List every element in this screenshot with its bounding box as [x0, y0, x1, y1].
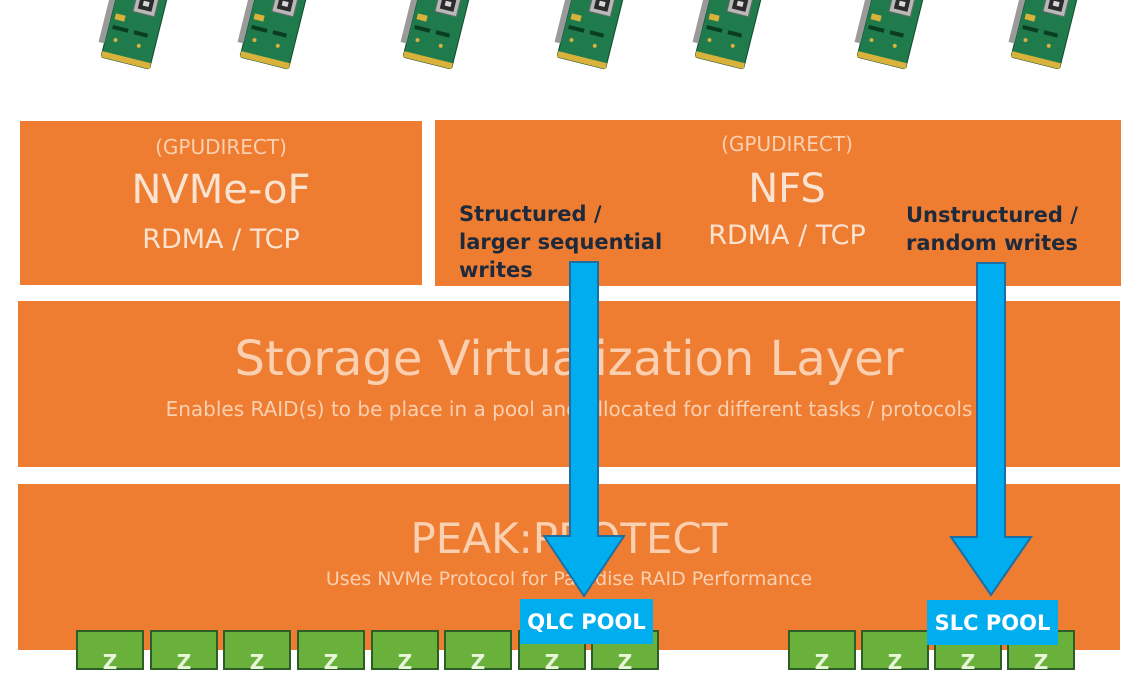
network-adapter-card-icon [552, 0, 625, 80]
nfs-tag: (GPUDIRECT) [721, 132, 853, 156]
nvmeof-protocol-box: (GPUDIRECT) NVMe-oF RDMA / TCP [20, 121, 422, 285]
ssd-drive-icon: Z [150, 630, 218, 674]
qlc-pool-label: QLC POOL [520, 599, 653, 644]
network-adapter-card-icon [690, 0, 763, 80]
ssd-drive-icon: Z [371, 630, 439, 674]
network-adapter-card-icon [1006, 0, 1079, 80]
ssd-drive-icon: Z [297, 630, 365, 674]
network-adapter-card-icon [235, 0, 308, 80]
network-adapter-card-icon [96, 0, 169, 80]
structured-writes-label: Structured / larger sequential writes [459, 202, 663, 282]
ssd-drive-icon: Z [76, 630, 144, 674]
qlc-down-arrow [542, 261, 626, 598]
unstructured-writes-label: Unstructured / random writes [906, 203, 1078, 255]
nfs-transport: RDMA / TCP [708, 220, 866, 251]
ssd-drive-icon: Z [444, 630, 512, 674]
slc-down-arrow [949, 262, 1033, 597]
nvmeof-title: NVMe-oF [131, 167, 311, 213]
protect-subtitle: Uses NVMe Protocol for Paradise RAID Per… [325, 568, 813, 590]
nvmeof-tag: (GPUDIRECT) [155, 135, 287, 159]
network-adapter-card-icon [852, 0, 925, 80]
nfs-protocol-box: (GPUDIRECT) NFS RDMA / TCP Structured / … [435, 120, 1121, 286]
ssd-drive-icon: Z [861, 630, 929, 674]
nfs-title: NFS [748, 166, 826, 212]
virtualization-title: Storage Virtualization Layer [234, 331, 904, 387]
ssd-drive-icon: Z [788, 630, 856, 674]
network-adapter-card-icon [398, 0, 471, 80]
slc-pool-label: SLC POOL [927, 600, 1058, 645]
ssd-drive-icon: Z [223, 630, 291, 674]
nvmeof-transport: RDMA / TCP [142, 224, 300, 255]
